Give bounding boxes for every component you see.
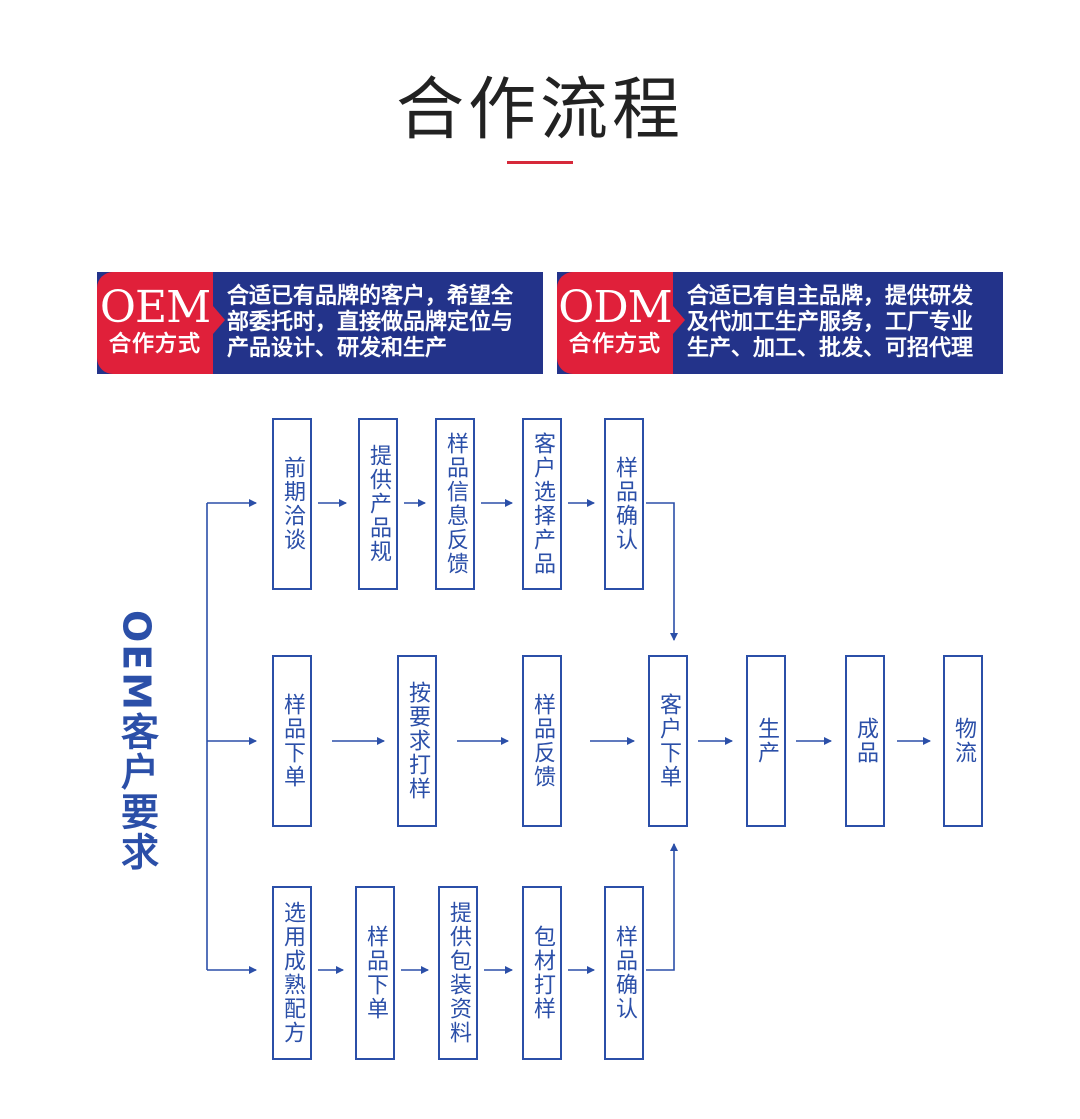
odm-tag-title: ODM <box>558 282 672 333</box>
oem-tag: OEM 合作方式 <box>97 272 213 374</box>
step-bottom-2: 样品下单 <box>355 886 395 1060</box>
step-bottom-1: 选用成熟配方 <box>272 886 312 1060</box>
oem-requirement-label: OEM客户要求 <box>114 610 159 873</box>
odm-tag-subtitle: 合作方式 <box>568 332 661 357</box>
odm-tag-pointer <box>673 306 685 334</box>
odm-tag: ODM 合作方式 <box>557 272 673 374</box>
step-middle-3: 样品反馈 <box>522 655 562 827</box>
oem-tag-pointer <box>213 306 225 334</box>
step-bottom-5: 样品确认 <box>604 886 644 1060</box>
step-bottom-4: 包材打样 <box>522 886 562 1060</box>
title-underline <box>507 161 573 164</box>
oem-tag-subtitle: 合作方式 <box>108 332 201 357</box>
arrow-bottom-to-order <box>646 843 678 971</box>
step-middle-5: 生产 <box>746 655 786 827</box>
step-middle-6: 成品 <box>845 655 885 827</box>
page-title: 合作流程 <box>395 71 684 150</box>
step-top-4: 客户选择产品 <box>522 418 562 590</box>
step-top-3: 样品信息反馈 <box>435 418 475 590</box>
arrow-top-to-order <box>646 502 678 641</box>
step-top-2: 提供产品规 <box>358 418 398 590</box>
oem-tag-title: OEM <box>99 282 211 333</box>
step-middle-7: 物流 <box>943 655 983 827</box>
step-middle-1: 样品下单 <box>272 655 312 827</box>
step-top-1: 前期洽谈 <box>272 418 312 590</box>
odm-description: 合适已有自主品牌，提供研发及代加工生产服务，工厂专业生产、加工、批发、可招代理 <box>687 284 974 361</box>
oem-description: 合适已有品牌的客户，希望全部委托时，直接做品牌定位与产品设计、研发和生产 <box>227 284 514 361</box>
step-top-5: 样品确认 <box>604 418 644 590</box>
oem-banner: OEM 合作方式 合适已有品牌的客户，希望全部委托时，直接做品牌定位与产品设计、… <box>97 272 543 374</box>
step-bottom-3: 提供包装资料 <box>438 886 478 1060</box>
step-middle-2: 按要求打样 <box>397 655 437 827</box>
step-middle-4: 客户下单 <box>648 655 688 827</box>
odm-banner: ODM 合作方式 合适已有自主品牌，提供研发及代加工生产服务，工厂专业生产、加工… <box>557 272 1003 374</box>
